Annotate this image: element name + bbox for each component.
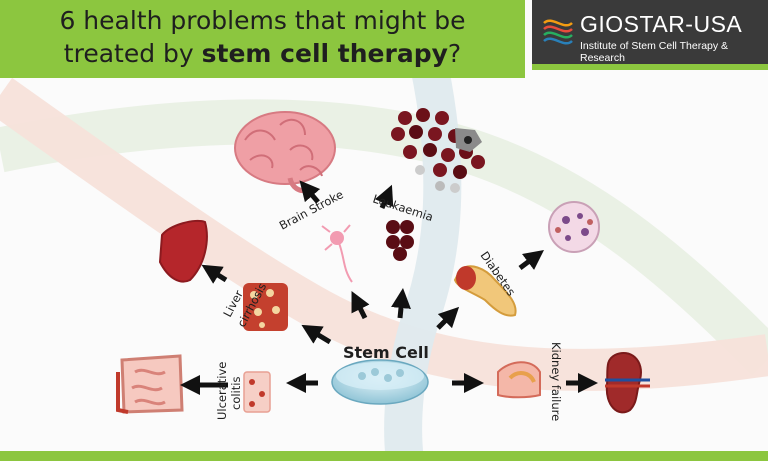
footer-band [0,451,768,461]
kidney-icon [605,352,650,414]
label-colitis-line2: colitis [229,377,243,410]
intestine-icon [116,354,184,414]
arrow-leukaemia-top [374,184,394,209]
label-colitis-line1: Ulcerative [215,362,229,420]
arrow-pancreas [436,306,460,330]
stem-cell-label: Stem Cell [343,343,429,362]
title-line-2: treated by stem cell therapy? [0,37,525,70]
arrow-liver [201,264,228,284]
brand-tagline: Institute of Stem Cell Therapy & Researc… [580,40,729,64]
kidney-tissue-icon [497,361,541,399]
petri-dish-icon [331,359,429,405]
title-line-2-pre: treated by [63,39,202,68]
brand-name: GIOSTAR-USA [580,11,743,37]
liver-icon [158,219,208,283]
islet-cells-icon [548,201,600,253]
title-line-2-bold: stem cell therapy [201,39,448,68]
liver-cells-icon [243,283,288,331]
arrow-islet [518,250,544,270]
label-kidney-failure: Kidney failure [549,342,563,421]
helix-icon [543,19,573,45]
arrow-liver-cells [301,324,332,345]
title-line-2-post: ? [447,39,462,68]
brand-banner: GIOSTAR-USA Institute of Stem Cell Thera… [532,0,768,70]
arrows [180,180,598,395]
neuron-icon [321,224,353,283]
page-title: 6 health problems that might be treated … [0,4,525,70]
colitis-cells-icon [243,371,271,413]
background-bands [0,66,768,461]
blood-cells-cluster-icon [391,108,485,193]
arrow-blood-cells [391,288,411,319]
title-banner [0,0,525,78]
arrow-brain [299,180,321,204]
brain-icon [234,111,336,193]
blood-cells-icon [386,220,414,261]
title-line-1: 6 health problems that might be [59,6,466,35]
arrow-neuron [351,291,370,320]
pancreas-icon [453,265,517,317]
